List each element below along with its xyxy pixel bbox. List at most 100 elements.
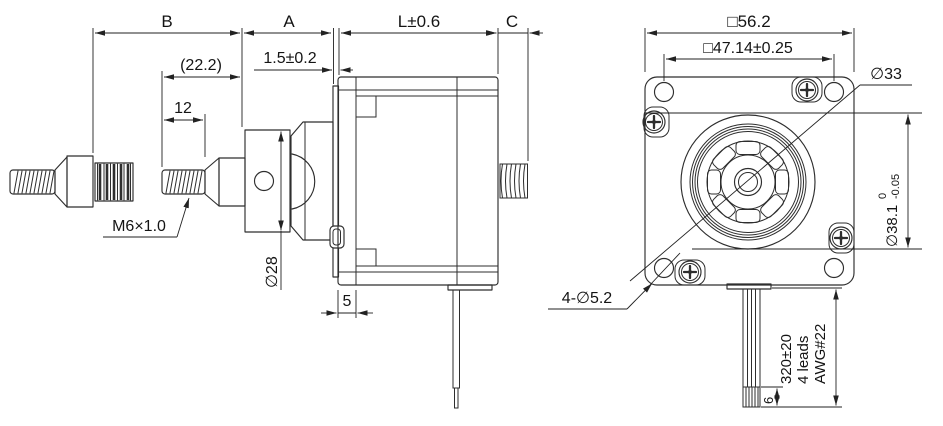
boss-circle	[680, 114, 816, 250]
dim-boss-diameter: ∅38.1 0 -0.05	[877, 114, 911, 248]
wire-tip-strands	[745, 386, 759, 408]
bearing-housing	[290, 121, 334, 241]
flange-tab-inner	[332, 228, 341, 246]
dim-a-label: A	[283, 12, 295, 31]
shaft-hub	[218, 157, 246, 207]
lead-count-label: 4 leads	[795, 336, 812, 384]
dim-boss-length-label: (22.2)	[180, 57, 222, 74]
corner-hole-bottom-left	[653, 257, 675, 279]
lead-wires	[726, 283, 772, 408]
dim-b: B	[95, 12, 240, 36]
frame-outline	[644, 76, 855, 286]
shaft-bore-outer	[733, 167, 763, 197]
lead-wire-tip	[454, 387, 459, 409]
screw-top	[791, 76, 823, 103]
dim-b-label: B	[161, 12, 172, 31]
rotor-slots	[707, 141, 789, 223]
dim-l-label: L±0.6	[398, 12, 440, 31]
mounting-face	[644, 76, 855, 286]
label-thread-spec: M6×1.0	[103, 197, 190, 238]
dim-boss-tol-upper: 0	[877, 193, 889, 199]
dim-c-label: C	[506, 12, 518, 31]
rear-shaft-outline	[499, 163, 528, 199]
leadscrew-thread-hatch	[165, 170, 203, 194]
motor-body-outline	[337, 76, 499, 286]
dim-strip-length: 6	[761, 388, 780, 406]
rear-shaft-coils	[500, 163, 526, 199]
dim-c: C	[483, 12, 543, 36]
dim-front-step: 5	[321, 293, 373, 316]
front-boss	[680, 114, 816, 250]
motor-body	[337, 76, 499, 409]
rotor-ring-2	[692, 126, 804, 238]
adapter-knurl-outline	[94, 162, 134, 202]
shaft-cone	[204, 157, 220, 207]
extension-lines-front	[644, 28, 922, 408]
dim-lead-length-label: 320±20	[778, 334, 795, 384]
adapter-thread-hatch	[13, 170, 55, 194]
adapter-cone	[54, 156, 68, 208]
screw-left	[642, 106, 670, 138]
dim-frame-size: □56.2	[647, 12, 852, 36]
housing-dome	[291, 153, 316, 210]
label-rotor-diameter: ∅33	[629, 66, 912, 282]
dim-l: L±0.6	[341, 12, 496, 36]
housing-outline	[290, 121, 334, 241]
adapter-knurl-stripes-thin	[97, 163, 131, 201]
extension-lines	[92, 28, 529, 318]
screw-bottom	[674, 259, 706, 286]
motor-body-endbell-lines	[355, 76, 458, 286]
shaft-bore-inner	[738, 172, 758, 192]
dim-front-step-label: 5	[343, 293, 352, 310]
slot-ring-inner	[720, 154, 776, 210]
dim-shaft-diameter: ∅28	[264, 131, 284, 290]
cross-hole	[253, 170, 275, 192]
wire-gauge-label: AWG#22	[812, 324, 829, 384]
dim-a: A	[244, 12, 331, 36]
wire-bundle-strands	[747, 288, 756, 388]
rotor-ring-3	[694, 128, 802, 236]
rotor-ring-4	[697, 131, 799, 233]
corner-hole-top-right	[823, 81, 845, 103]
side-view: B A L±0.6 C (22.2) 12	[9, 12, 543, 409]
dim-thread-length: 12	[164, 100, 203, 123]
dim-boss-dia-label: ∅38.1	[884, 205, 901, 247]
corner-hole-bottom-right	[823, 257, 845, 279]
dim-frame-label: □56.2	[727, 12, 770, 31]
dim-boss-tol-lower: -0.05	[890, 174, 902, 199]
pilot-cylinder-outline	[244, 129, 291, 233]
rotor-dia-leader	[629, 84, 861, 282]
dim-shaft-diameter-label: ∅28	[264, 256, 281, 288]
cover-screws	[642, 76, 855, 286]
adapter-knurl-stripes-thick	[98, 164, 130, 200]
hole-slash	[649, 252, 681, 286]
dim-thread-length-label: 12	[174, 100, 192, 117]
motor-body-lamination-lines	[337, 89, 499, 273]
rear-shaft	[499, 163, 528, 199]
dim-flange-thickness: 1.5±0.2	[254, 50, 353, 73]
corner-hole-top-left	[653, 81, 675, 103]
dim-boss-length: (22.2)	[164, 57, 240, 80]
thread-spec-label: M6×1.0	[112, 218, 166, 235]
side-view-dimensions: B A L±0.6 C (22.2) 12	[92, 12, 543, 318]
mounting-flange	[329, 85, 345, 278]
lead-wire	[452, 289, 460, 389]
dim-strip-length-label: 6	[761, 397, 776, 404]
adapter-body	[66, 155, 94, 208]
dim-lead-length: 320±20 4 leads AWG#22	[778, 289, 839, 406]
dim-hole-spacing-label: □47.14±0.25	[703, 40, 793, 57]
motor-body-ear-lines	[355, 95, 377, 267]
front-view-dimensions: □56.2 □47.14±0.25 ∅33 ∅38.1 0 -0.05 4-∅5…	[548, 12, 922, 408]
rotor-ring-1	[689, 123, 807, 241]
wire-exit-stub	[447, 284, 493, 291]
leadscrew-shaft	[161, 157, 246, 207]
dim-mount-holes-label: 4-∅5.2	[562, 290, 613, 307]
front-view: □56.2 □47.14±0.25 ∅33 ∅38.1 0 -0.05 4-∅5…	[548, 12, 922, 408]
label-mount-holes: 4-∅5.2	[548, 252, 681, 310]
anti-rotation-adapter	[9, 155, 134, 208]
dim-hole-spacing: □47.14±0.25	[666, 40, 832, 62]
pilot-cylinder	[244, 129, 291, 233]
dim-flange-thickness-label: 1.5±0.2	[263, 50, 316, 67]
